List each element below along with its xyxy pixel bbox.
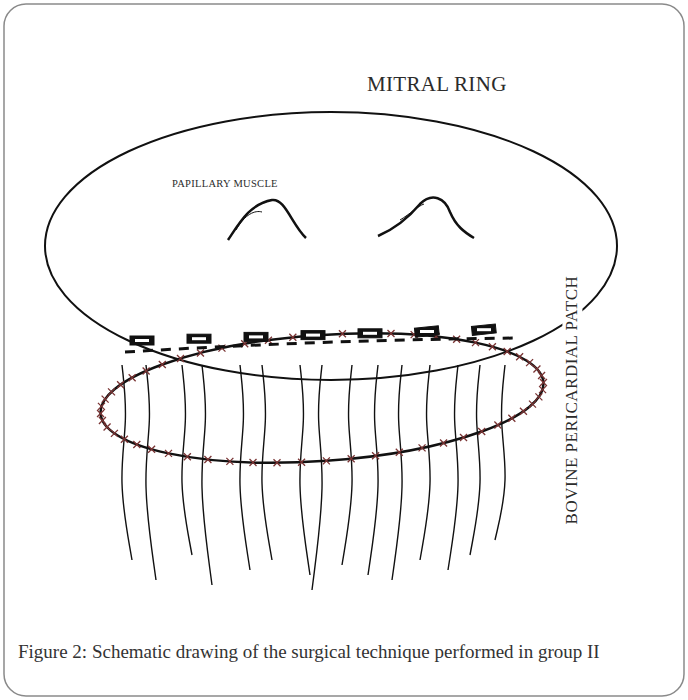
stitch [489,343,496,350]
pledget-hole [363,332,377,335]
pledget-hole [192,337,206,340]
stitch [494,422,501,429]
stitch [504,348,511,355]
stitches [97,330,547,466]
chorda [392,365,402,580]
pledget [301,331,325,340]
pledget-hole [249,335,263,338]
suture-line [125,338,520,352]
pledget [358,329,382,338]
papillary-muscle [378,198,474,238]
stitch [102,396,109,403]
chorda [122,365,132,560]
stitch [372,452,379,459]
stitch [108,388,115,395]
figure-caption: Figure 2: Schematic drawing of the surgi… [18,640,668,664]
chorda [202,365,212,585]
stitch [440,439,447,446]
stitch [143,367,150,374]
stitch [204,456,211,463]
pledget [414,326,439,337]
stitch [274,459,281,466]
pledget [244,332,268,341]
stitch [478,428,485,435]
mitral-ring [45,112,617,380]
chorda [300,365,310,575]
chorda [146,365,156,580]
stitch [540,379,547,386]
stitch [516,353,523,360]
pledget [130,336,154,345]
stitch [111,430,118,437]
papillary-muscle-detail [236,212,262,230]
stitch [538,372,545,379]
stitch [348,455,355,462]
frame [4,4,684,696]
stitch [250,459,257,466]
stitch [165,450,172,457]
chorda [448,365,458,570]
pledget-hole [135,339,149,342]
chorda [368,365,378,575]
chorda [312,365,322,590]
stitch [460,434,467,441]
pledget-hole [420,330,434,333]
stitch [129,374,136,381]
stitch [472,339,479,346]
stitch [298,459,305,466]
stitch [177,355,184,362]
stitch [387,330,394,337]
stitch [197,350,204,357]
stitch [104,424,111,431]
papillary-muscle-detail [400,204,424,220]
chorda [470,365,480,555]
stitch [396,449,403,456]
chorda [420,365,430,560]
pledget [471,324,496,335]
stitch [535,393,542,400]
stitch [184,453,191,460]
stitch [526,359,533,366]
stitch [98,403,105,410]
stitch [226,458,233,465]
chorda [495,365,505,540]
stitch [323,457,330,464]
stitch [533,365,540,372]
chorda [240,365,250,570]
pericardial-patch [96,320,548,477]
part-label: PAPILLARY MUSCLE [172,178,278,189]
chorda [182,365,192,555]
stitch [117,381,124,388]
stitch [539,386,546,393]
stitch [289,334,296,341]
stitch [97,410,104,417]
stitch [508,415,515,422]
stitch [148,446,155,453]
stitch [419,444,426,451]
stitch [520,408,527,415]
pledget-hole [306,334,320,337]
stitch [121,436,128,443]
pledget-hole [477,328,491,331]
papillary-muscle [228,200,306,240]
stitch [339,330,346,337]
stitch [529,401,536,408]
pledget [187,334,211,343]
chordae [122,365,505,590]
stitch [133,441,140,448]
stitch [99,417,106,424]
chorda [342,365,352,565]
part-label: MITRAL RING [367,72,507,97]
stitch [159,361,166,368]
vertical-label: BOVINE PERICARDIAL PATCH [562,274,582,527]
